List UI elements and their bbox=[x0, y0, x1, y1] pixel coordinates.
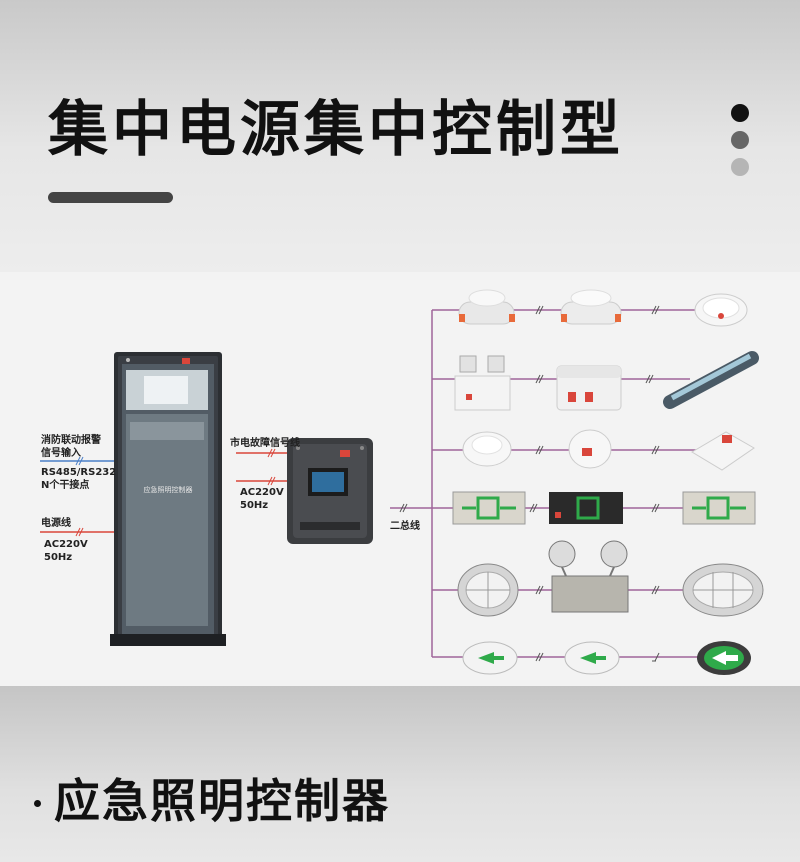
exit-sign-1 bbox=[452, 491, 526, 525]
bus-label: 二总线 bbox=[390, 521, 420, 532]
power-spec-line-1: AC220V bbox=[44, 539, 88, 550]
pager-dot-2[interactable] bbox=[731, 131, 749, 149]
explosion-proof-twin-head bbox=[548, 540, 629, 613]
psu-wire-breaks bbox=[267, 448, 276, 486]
exit-sign-2 bbox=[549, 492, 623, 524]
psu-spec-label: AC220V 50Hz bbox=[240, 486, 284, 512]
fire-signal-label: 消防联动报警 信号输入 bbox=[41, 434, 101, 460]
system-diagram: 应急照明控制器 bbox=[0, 272, 800, 686]
power-spec-line-2: 50Hz bbox=[44, 552, 73, 563]
fire-signal-line-2: 信号输入 bbox=[41, 448, 81, 459]
ceiling-light-3 bbox=[694, 293, 748, 327]
diagram-canvas: 应急照明控制器 bbox=[40, 289, 764, 675]
page-title: 集中电源集中控制型 bbox=[48, 95, 624, 165]
fire-signal-line-1: 消防联动报警 bbox=[41, 435, 101, 446]
comm-label: RS485/RS232 N个干接点 bbox=[41, 466, 116, 492]
rs485-text: RS485/RS232 bbox=[41, 467, 117, 478]
title-underline bbox=[48, 192, 173, 203]
twin-head-light bbox=[454, 355, 511, 411]
cabinet-label: 应急照明控制器 bbox=[144, 485, 193, 494]
exit-sign-3 bbox=[682, 491, 756, 525]
square-downlight bbox=[691, 431, 755, 471]
pager-dot-3[interactable] bbox=[731, 158, 749, 176]
section-title: 应急照明控制器 bbox=[54, 774, 390, 828]
ceiling-light-2 bbox=[560, 289, 622, 325]
dome-light bbox=[568, 429, 612, 469]
power-spec-label: AC220V 50Hz bbox=[44, 538, 88, 564]
pager-dot-1[interactable] bbox=[731, 104, 749, 122]
psu-spec-line-2: 50Hz bbox=[240, 500, 269, 511]
wire-break-marks bbox=[399, 305, 660, 662]
mains-fault-label: 市电故障信号线 bbox=[230, 438, 300, 449]
panel-emergency-light bbox=[556, 365, 622, 411]
bullet-dot bbox=[34, 800, 41, 807]
power-line-label: 电源线 bbox=[41, 518, 71, 529]
bulkhead-light-oval bbox=[682, 563, 764, 617]
footer-band bbox=[0, 686, 800, 862]
ceiling-light-1 bbox=[458, 289, 515, 325]
psu-spec-line-1: AC220V bbox=[240, 487, 284, 498]
bulkhead-light-round bbox=[457, 563, 519, 617]
control-cabinet bbox=[110, 352, 226, 646]
signal-wire-break bbox=[75, 456, 84, 466]
central-power-supply bbox=[287, 438, 373, 544]
header-band bbox=[0, 0, 800, 272]
floor-indicator-2 bbox=[564, 641, 620, 675]
floor-indicator-3 bbox=[697, 641, 751, 675]
round-light bbox=[462, 431, 512, 467]
power-wire-break bbox=[75, 527, 84, 537]
bus-wiring bbox=[390, 309, 700, 658]
contacts-text: N个干接点 bbox=[41, 480, 90, 491]
tube-light bbox=[663, 351, 759, 409]
floor-indicator-1 bbox=[462, 641, 518, 675]
